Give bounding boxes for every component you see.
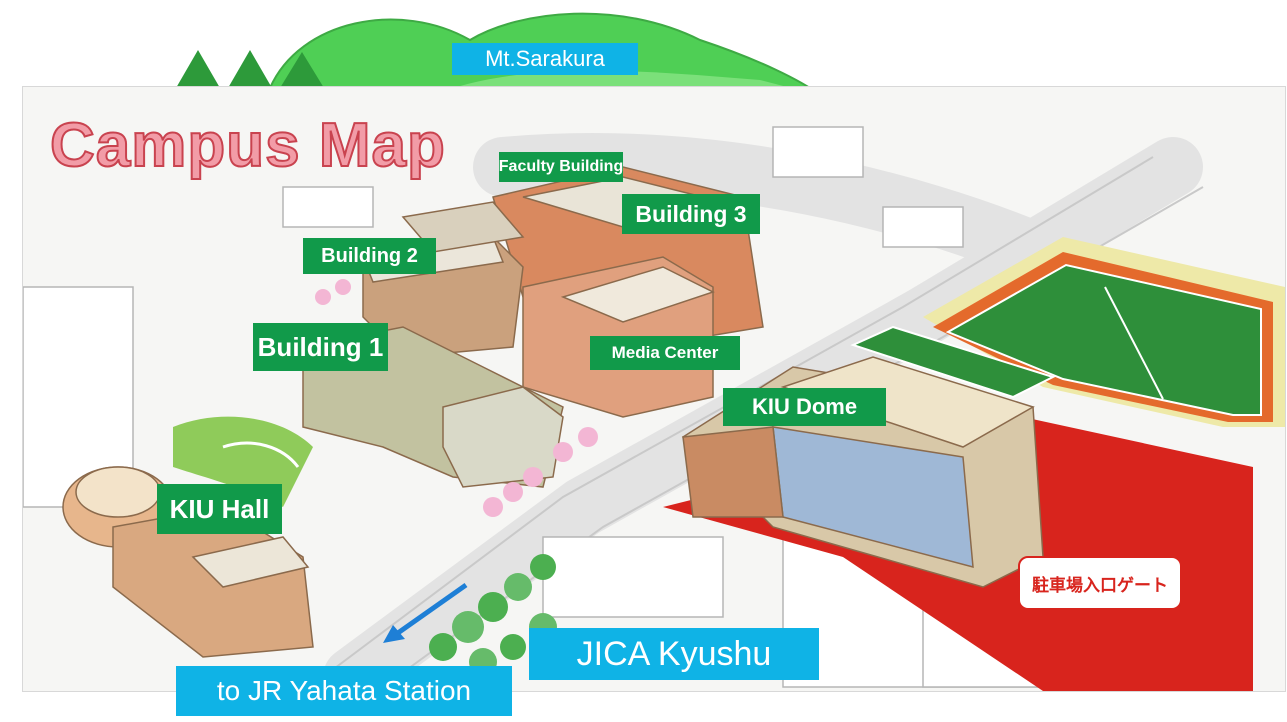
building-3-label[interactable]: Building 3: [622, 194, 760, 234]
to-station-label[interactable]: to JR Yahata Station: [176, 666, 512, 716]
campus-map-title: Campus Map: [49, 110, 446, 181]
kiu-hall: [62, 466, 314, 658]
mountain-label: Mt.Sarakura: [452, 43, 638, 75]
building-2-label[interactable]: Building 2: [303, 238, 436, 274]
sports-field: [850, 237, 1285, 427]
kiu-dome-label[interactable]: KIU Dome: [723, 388, 886, 426]
parking-gate-label[interactable]: 駐車場入口ゲート: [1018, 556, 1182, 610]
jica-kyushu-label[interactable]: JICA Kyushu: [529, 628, 819, 680]
faculty-building-label[interactable]: Faculty Building: [499, 152, 623, 182]
building-1-label[interactable]: Building 1: [253, 323, 388, 371]
arrow-icon: [383, 582, 468, 643]
media-center-label[interactable]: Media Center: [590, 336, 740, 370]
kiu-hall-label[interactable]: KIU Hall: [157, 484, 282, 534]
